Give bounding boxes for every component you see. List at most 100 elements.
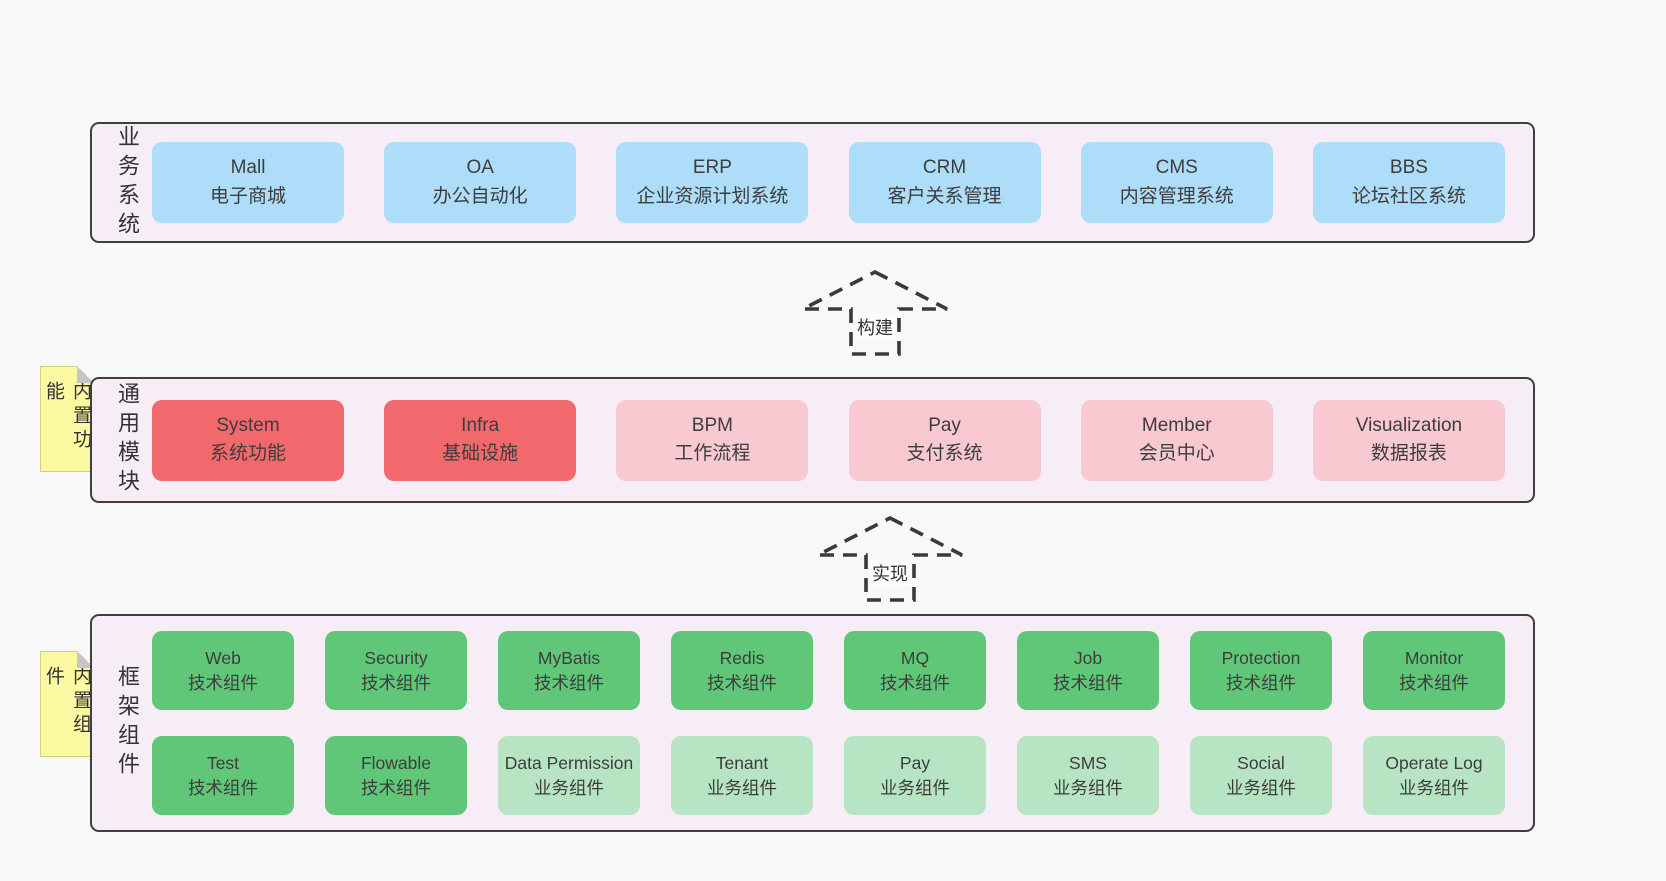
box-tenant: Tenant 业务组件	[671, 736, 813, 815]
box-security: Security 技术组件	[325, 631, 467, 710]
box-subtitle: 办公自动化	[432, 185, 528, 207]
note-text: 内置组件	[43, 666, 91, 738]
box-job: Job 技术组件	[1017, 631, 1159, 710]
box-title: MQ	[900, 647, 930, 668]
box-title: Security	[364, 647, 428, 668]
box-title: SMS	[1069, 752, 1107, 773]
layer-components-boxes: Web 技术组件 Security 技术组件 MyBatis 技术组件 Redi…	[150, 616, 1533, 830]
box-mybatis: MyBatis 技术组件	[498, 631, 640, 710]
box-title: CMS	[1155, 157, 1198, 178]
note-builtin-components: 内置组件	[40, 651, 94, 757]
arrow-implement: 实现	[815, 514, 965, 604]
box-subtitle: 技术组件	[880, 672, 950, 693]
box-monitor: Monitor 技术组件	[1363, 631, 1505, 710]
box-web: Web 技术组件	[152, 631, 294, 710]
box-title: BPM	[691, 414, 733, 436]
box-flowable: Flowable 技术组件	[325, 736, 467, 815]
box-bpm: BPM 工作流程	[616, 399, 809, 481]
layer-business-panel: 业务系统 Mall 电子商城 OA 办公自动化 ERP 企业资源计划系统 CRM…	[90, 122, 1535, 243]
box-subtitle: 技术组件	[188, 672, 258, 693]
box-subtitle: 技术组件	[361, 672, 431, 693]
box-title: OA	[466, 157, 494, 178]
box-subtitle: 业务组件	[534, 777, 604, 798]
box-subtitle: 技术组件	[361, 777, 431, 798]
box-pay-module: Pay 支付系统	[848, 399, 1041, 481]
dashed-up-arrow-icon	[802, 269, 948, 356]
box-bbs: BBS 论坛社区系统	[1312, 142, 1505, 223]
box-subtitle: 企业资源计划系统	[636, 185, 789, 207]
box-subtitle: 业务组件	[1053, 777, 1123, 798]
box-subtitle: 业务组件	[1399, 777, 1469, 798]
box-title: Social	[1237, 752, 1285, 773]
box-title: BBS	[1389, 157, 1428, 178]
folded-corner-icon	[77, 651, 94, 668]
arrow-build-label: 构建	[854, 314, 896, 340]
box-infra: Infra 基础设施	[384, 399, 577, 481]
box-title: CRM	[922, 157, 967, 178]
box-sms: SMS 业务组件	[1017, 736, 1159, 815]
box-subtitle: 系统功能	[209, 443, 286, 464]
dashed-up-arrow-icon	[817, 515, 963, 602]
layer-modules-panel: 通用模块 System 系统功能 Infra 基础设施 BPM 工作流程 Pay…	[90, 377, 1535, 503]
box-subtitle: 基础设施	[442, 443, 519, 464]
box-subtitle: 业务组件	[1226, 777, 1296, 798]
box-title: Monitor	[1404, 647, 1464, 668]
layer-components-label: 框架组件	[115, 665, 140, 781]
box-title: Visualization	[1355, 414, 1463, 436]
box-operate-log: Operate Log 业务组件	[1363, 736, 1505, 815]
box-title: Tenant	[715, 752, 769, 773]
box-title: Web	[205, 647, 241, 668]
note-builtin-features: 内置功能	[40, 366, 94, 472]
box-title: MyBatis	[537, 647, 601, 668]
box-title: Redis	[719, 647, 765, 668]
box-subtitle: 支付系统	[906, 443, 983, 464]
box-subtitle: 技术组件	[188, 777, 258, 798]
arrow-build: 构建	[800, 268, 950, 358]
box-test: Test 技术组件	[152, 736, 294, 815]
box-oa: OA 办公自动化	[384, 142, 577, 223]
box-system: System 系统功能	[152, 399, 344, 481]
box-subtitle: 业务组件	[707, 777, 777, 798]
box-title: Pay	[928, 414, 961, 436]
box-subtitle: 会员中心	[1138, 443, 1215, 464]
box-redis: Redis 技术组件	[671, 631, 813, 710]
box-title: Pay	[899, 752, 931, 773]
box-subtitle: 技术组件	[1053, 672, 1123, 693]
box-data-permission: Data Permission 业务组件	[498, 736, 640, 815]
box-title: Member	[1141, 414, 1212, 436]
folded-corner-icon	[77, 366, 94, 383]
layer-business-label: 业务系统	[115, 124, 140, 241]
box-subtitle: 工作流程	[674, 443, 751, 464]
box-subtitle: 客户关系管理	[887, 185, 1002, 207]
box-title: Flowable	[360, 752, 432, 773]
box-cms: CMS 内容管理系统	[1080, 142, 1273, 223]
box-subtitle: 技术组件	[1226, 672, 1296, 693]
box-subtitle: 电子商城	[209, 185, 286, 207]
box-subtitle: 技术组件	[534, 672, 604, 693]
box-title: ERP	[692, 157, 732, 178]
box-member: Member 会员中心	[1080, 399, 1273, 481]
box-subtitle: 技术组件	[707, 672, 777, 693]
note-text: 内置功能	[43, 381, 91, 453]
box-title: System	[216, 414, 280, 436]
box-subtitle: 技术组件	[1399, 672, 1469, 693]
layer-modules-label: 通用模块	[115, 382, 140, 498]
box-social: Social 业务组件	[1190, 736, 1332, 815]
box-title: Operate Log	[1385, 752, 1483, 773]
box-title: Test	[206, 752, 240, 773]
box-title: Infra	[461, 414, 500, 436]
box-mall: Mall 电子商城	[152, 142, 344, 223]
box-subtitle: 业务组件	[880, 777, 950, 798]
layer-components-panel: 框架组件 Web 技术组件 Security 技术组件 MyBatis 技术组件…	[90, 614, 1535, 832]
box-crm: CRM 客户关系管理	[848, 142, 1041, 223]
box-visualization: Visualization 数据报表	[1312, 399, 1505, 481]
box-subtitle: 内容管理系统	[1119, 185, 1234, 207]
box-title: Protection	[1221, 647, 1301, 668]
box-title: Job	[1073, 647, 1103, 668]
box-erp: ERP 企业资源计划系统	[616, 142, 809, 223]
box-protection: Protection 技术组件	[1190, 631, 1332, 710]
arrow-implement-label: 实现	[869, 560, 911, 586]
layer-modules-boxes: System 系统功能 Infra 基础设施 BPM 工作流程 Pay 支付系统…	[150, 379, 1533, 501]
box-mq: MQ 技术组件	[844, 631, 986, 710]
